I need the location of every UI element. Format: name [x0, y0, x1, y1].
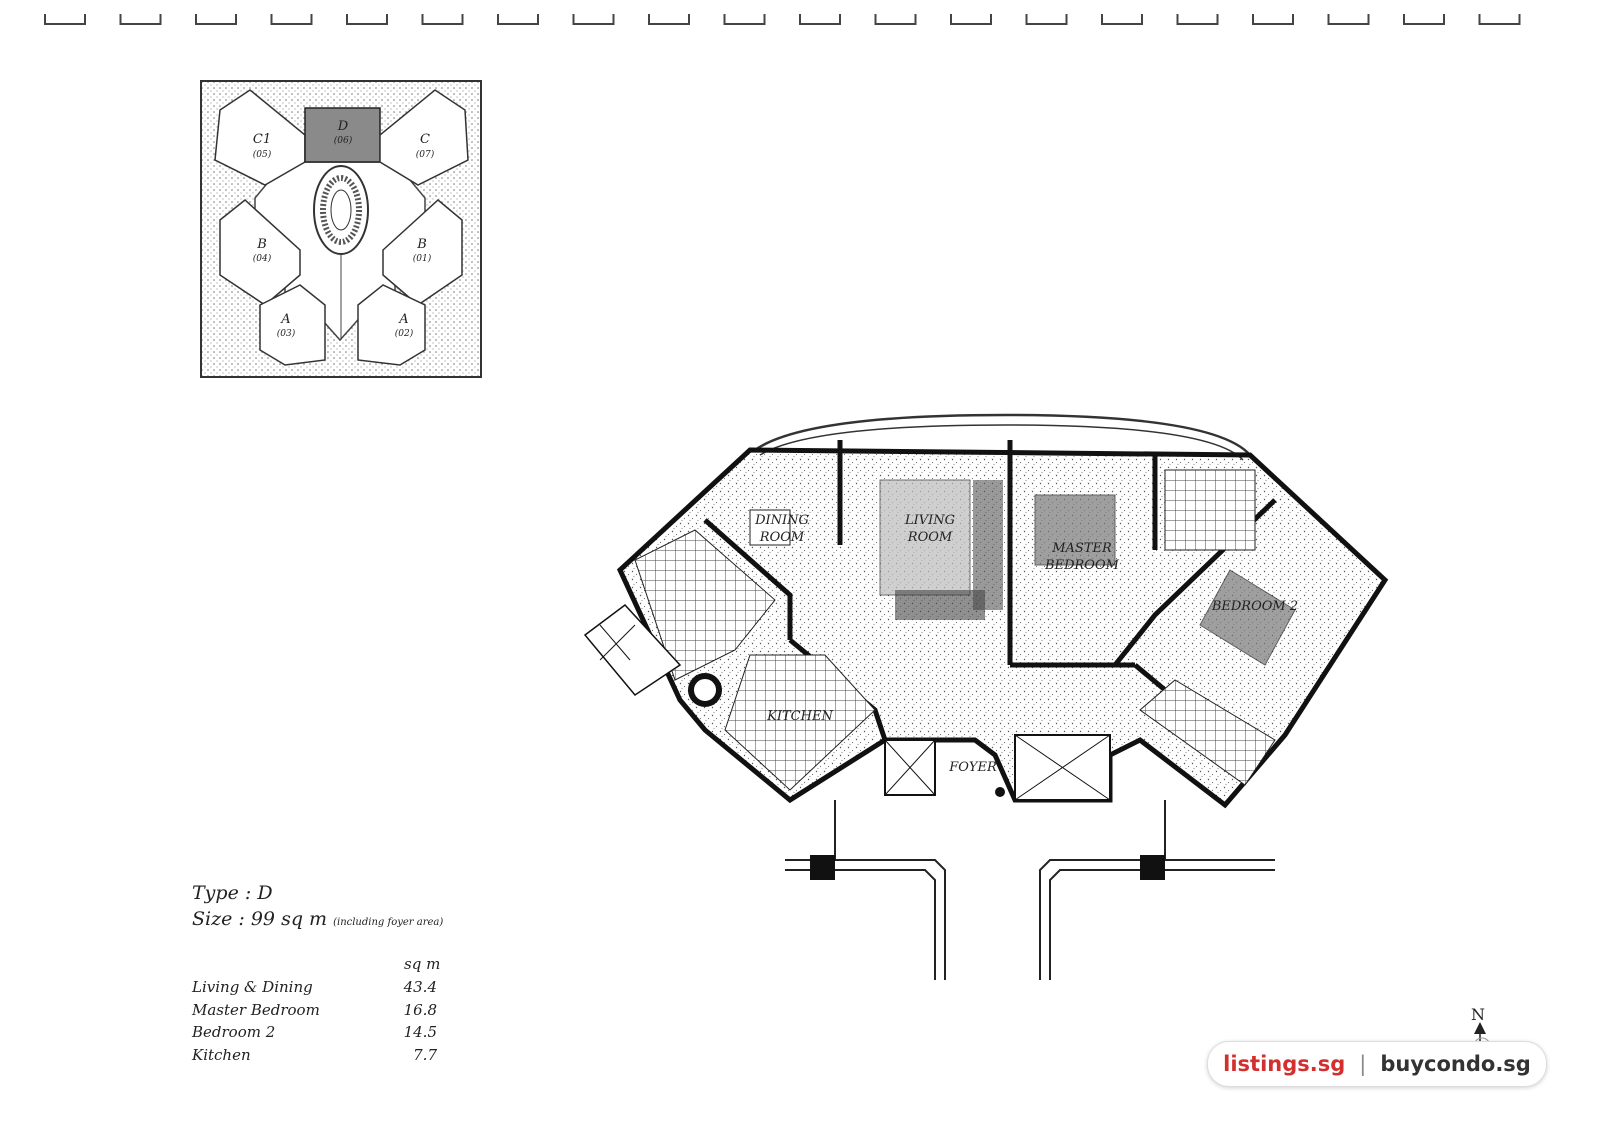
binding-mark [1101, 14, 1143, 25]
binding-mark [1327, 14, 1370, 25]
binding-mark [874, 14, 917, 25]
binding-mark [346, 14, 388, 25]
binding-mark [44, 14, 86, 25]
room-foyer: FOYER [948, 760, 997, 775]
key-label-a-right: A [398, 312, 408, 327]
binding-mark [195, 14, 237, 25]
badge-separator: | [1359, 1052, 1367, 1076]
room-bedroom2: BEDROOM 2 [1211, 599, 1298, 614]
key-num-c: (07) [416, 149, 435, 160]
size-label: Size [192, 908, 233, 930]
key-unit-d [304, 107, 381, 163]
key-unit-a-right [357, 284, 426, 366]
badge-site1: listings.sg [1223, 1052, 1346, 1076]
size-value: : 99 sq m [238, 908, 328, 930]
size-note: (including foyer area) [333, 917, 444, 928]
room-living-line2: ROOM [907, 530, 953, 545]
key-num-a-left: (03) [277, 328, 296, 339]
key-num-b-left: (04) [253, 253, 272, 264]
binding-mark [119, 14, 162, 25]
key-label-d: D [337, 119, 349, 134]
room-master-line1: MASTER [1051, 541, 1112, 556]
area-name: Kitchen [192, 1045, 251, 1064]
size-line: Size : 99 sq m (including foyer area) [192, 906, 512, 936]
type-label: Type : [192, 882, 252, 904]
badge-site2: buycondo.sg [1380, 1052, 1531, 1076]
binding-marks [44, 14, 1521, 25]
key-label-c: C [420, 132, 430, 147]
area-row: Living & Dining 43.4 [192, 978, 437, 1001]
area-value: 16.8 [403, 1000, 437, 1019]
room-kitchen: KITCHEN [766, 709, 833, 724]
binding-mark [723, 14, 766, 25]
key-num-d: (06) [334, 135, 353, 146]
area-unit-header: sq m [404, 955, 441, 973]
room-dining-line2: ROOM [759, 530, 805, 545]
binding-mark [1025, 14, 1068, 25]
key-label-a-left: A [280, 312, 290, 327]
binding-mark [1176, 14, 1219, 25]
binding-mark [1252, 14, 1294, 25]
key-plan: C1 (05) D (06) C (07) B (04) B (01) A (0… [200, 80, 482, 378]
type-line: Type : D [192, 880, 512, 906]
type-value: D [257, 882, 273, 904]
area-value: 43.4 [403, 978, 437, 996]
key-label-b-right: B [416, 237, 427, 252]
floor-plan: DINING ROOM LIVING ROOM MASTER BEDROOM B… [583, 413, 1389, 980]
area-name: Living & Dining [192, 978, 313, 996]
key-label-b-left: B [256, 237, 267, 252]
binding-mark [497, 14, 539, 25]
binding-mark [1403, 14, 1445, 25]
area-value: 14.5 [403, 1023, 437, 1041]
room-master-line2: BEDROOM [1044, 558, 1120, 573]
area-row: Kitchen 7.7 [192, 1046, 437, 1069]
binding-mark [648, 14, 690, 25]
north-label: N [1471, 1005, 1485, 1024]
area-name: Bedroom 2 [192, 1023, 276, 1041]
area-row: Master Bedroom 16.8 [192, 1001, 437, 1024]
binding-mark [421, 14, 464, 25]
binding-mark [950, 14, 992, 25]
room-dining-line1: DINING [754, 513, 809, 528]
binding-mark [270, 14, 313, 25]
key-num-b-right: (01) [413, 253, 432, 264]
key-num-c1: (05) [253, 149, 272, 160]
key-unit-b-left [219, 199, 301, 306]
watermark-badge: listings.sg | buycondo.sg [1207, 1041, 1547, 1087]
key-unit-b-right [382, 199, 463, 306]
key-label-c1: C1 [253, 132, 271, 147]
unit-info: Type : D Size : 99 sq m (including foyer… [192, 880, 512, 1064]
key-unit-a-left [259, 284, 326, 366]
area-value: 7.7 [413, 1045, 437, 1064]
area-name: Master Bedroom [192, 1000, 320, 1019]
binding-mark [572, 14, 615, 25]
key-unit-c [379, 89, 469, 186]
key-num-a-right: (02) [395, 328, 414, 339]
room-living-line1: LIVING [904, 513, 955, 528]
area-table: Living & Dining 43.4 Master Bedroom 16.8… [192, 978, 437, 1068]
area-row: Bedroom 2 14.5 [192, 1023, 437, 1046]
binding-mark [799, 14, 841, 25]
binding-mark [1478, 14, 1521, 25]
